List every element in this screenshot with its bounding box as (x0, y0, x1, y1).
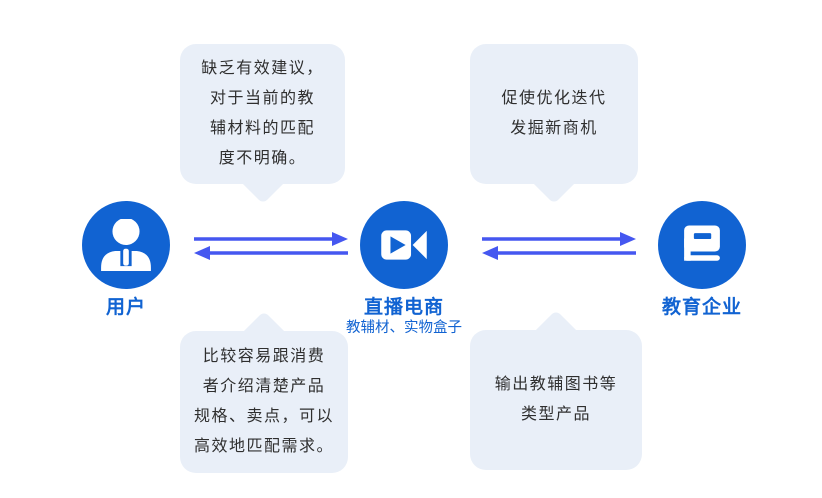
bubble-enterprise-output-text: 输出教辅图书等 类型产品 (494, 376, 618, 423)
video-camera-icon-glyph (381, 230, 427, 260)
video-camera-icon (360, 201, 448, 289)
bubble-enterprise-output: 输出教辅图书等 类型产品 (470, 330, 642, 470)
book-icon-glyph (684, 225, 720, 261)
arrow-live-commerce-to-enterprise (482, 232, 636, 260)
bubble-live-commerce-advantage-text: 比较容易跟消费 者介绍清楚产品 规格、卖点，可以 高效地匹配需求。 (193, 348, 334, 455)
bubble-user-pain-point-text: 缺乏有效建议， 对于当前的教 辅材料的匹配 度不明确。 (201, 60, 324, 167)
entity-user-label: 用户 (105, 297, 146, 318)
bubble-enterprise-benefit-text: 促使优化迭代 发掘新商机 (501, 90, 607, 137)
entity-live-commerce-sublabel: 教辅材、实物盒子 (346, 320, 462, 336)
bubble-user-pain-point: 缺乏有效建议， 对于当前的教 辅材料的匹配 度不明确。 (180, 44, 345, 184)
entity-live-commerce-label: 直播电商 (363, 297, 444, 318)
arrow-user-to-live-commerce (194, 232, 348, 260)
bubble-enterprise-benefit: 促使优化迭代 发掘新商机 (470, 44, 638, 184)
user-icon-glyph (101, 219, 151, 271)
user-icon (82, 201, 170, 289)
entity-education-enterprise-label: 教育企业 (661, 297, 742, 318)
book-icon (658, 201, 746, 289)
bubble-live-commerce-advantage: 比较容易跟消费 者介绍清楚产品 规格、卖点，可以 高效地匹配需求。 (180, 331, 348, 473)
